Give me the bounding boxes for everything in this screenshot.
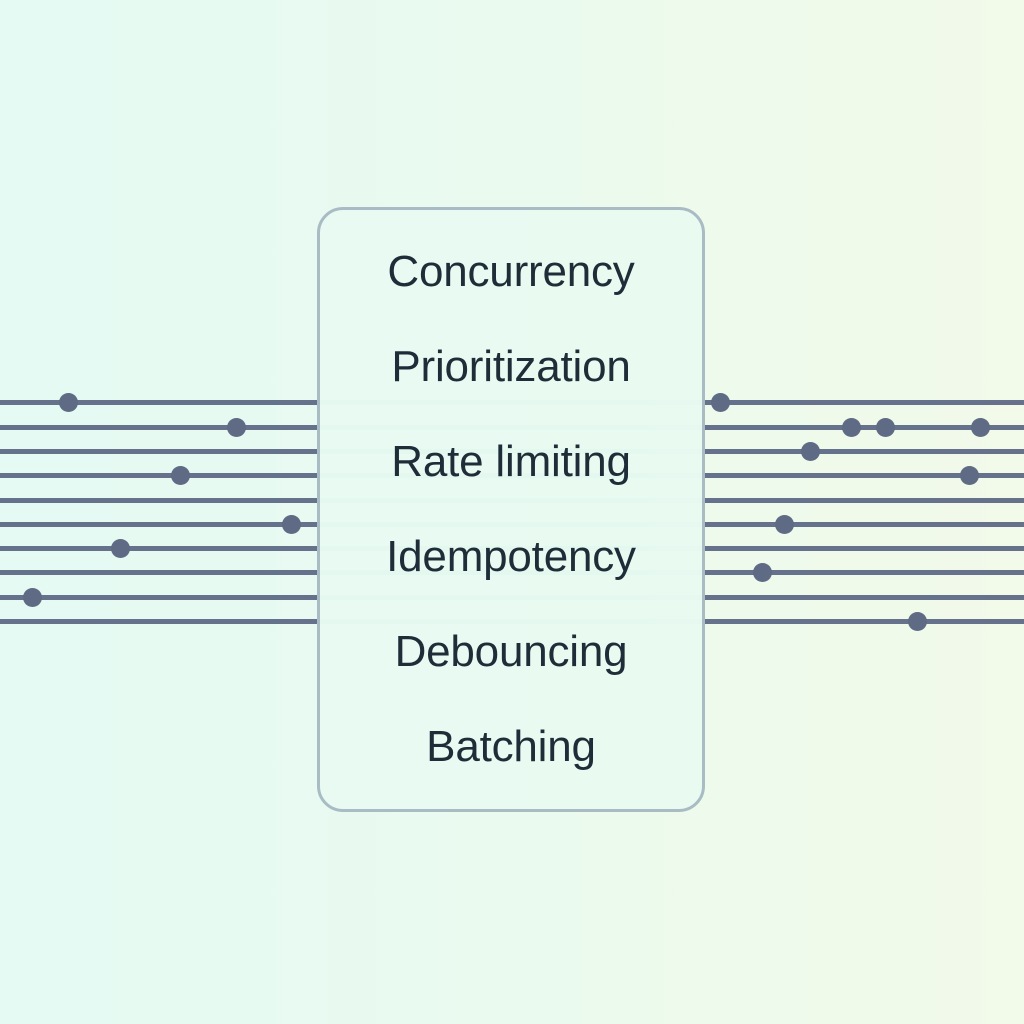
flow-line-right (705, 594, 1024, 600)
flow-line-right (705, 569, 1024, 575)
flow-dot-right (774, 514, 794, 534)
card-item-debouncing[interactable]: Debouncing (394, 627, 628, 676)
flow-line-left (0, 545, 317, 551)
card-item-idempotency[interactable]: Idempotency (386, 532, 636, 581)
flow-line-left (0, 448, 317, 454)
card-item-rate-limiting[interactable]: Rate limiting (391, 437, 631, 486)
flow-line-right (705, 521, 1024, 527)
flow-line-left (0, 569, 317, 575)
flow-line-right (705, 448, 1024, 454)
flow-line-left (0, 497, 317, 503)
card-item-concurrency[interactable]: Concurrency (387, 247, 635, 296)
flow-line-right (705, 424, 1024, 430)
flow-dot-left (226, 417, 246, 437)
flow-dot-right (970, 417, 990, 437)
flow-dot-left (170, 465, 190, 485)
flow-line-right (705, 472, 1024, 478)
flow-line-left (0, 472, 317, 478)
card-item-batching[interactable]: Batching (426, 722, 596, 771)
flow-line-left (0, 618, 317, 624)
flow-line-right (705, 545, 1024, 551)
flow-dot-left (281, 514, 301, 534)
flow-line-right (705, 399, 1024, 405)
flow-dot-right (800, 441, 820, 461)
flow-line-left (0, 399, 317, 405)
flow-dot-left (58, 392, 78, 412)
flow-dot-right (907, 611, 927, 631)
card-item-prioritization[interactable]: Prioritization (391, 342, 631, 391)
flow-line-left (0, 594, 317, 600)
flow-dot-right (959, 465, 979, 485)
flow-line-left (0, 521, 317, 527)
flow-line-left (0, 424, 317, 430)
flow-line-right (705, 497, 1024, 503)
flow-dot-left (22, 587, 42, 607)
flow-dot-right (875, 417, 895, 437)
flow-dot-left (110, 538, 130, 558)
concept-card[interactable]: Concurrency Prioritization Rate limiting… (317, 207, 705, 812)
flow-dot-right (841, 417, 861, 437)
flow-dot-right (752, 562, 772, 582)
flow-line-right (705, 618, 1024, 624)
flow-dot-right (710, 392, 730, 412)
